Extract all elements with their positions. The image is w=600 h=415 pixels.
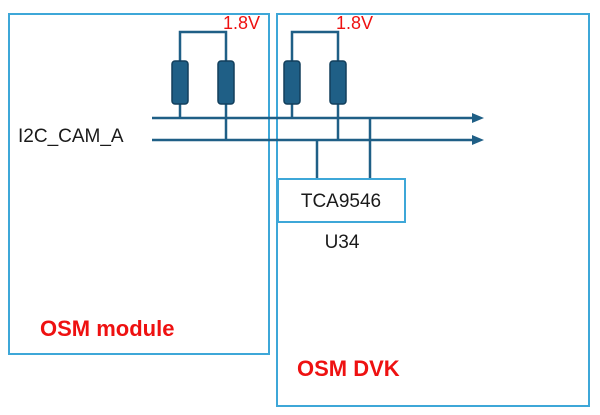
i2c-bus-arrow-lower bbox=[472, 135, 484, 145]
i2c-bus-label: I2C_CAM_A bbox=[18, 126, 124, 147]
module-pullup-group bbox=[178, 30, 228, 140]
module-pullup-resistor-2 bbox=[217, 60, 235, 105]
switch-chip-designator: U34 bbox=[325, 232, 360, 253]
i2c-bus-arrow-upper bbox=[472, 113, 484, 123]
module-pullup-voltage: 1.8V bbox=[223, 13, 260, 33]
switch-chip-box bbox=[277, 178, 406, 223]
osm-module-label: OSM module bbox=[40, 316, 174, 341]
dvk-pullup-voltage: 1.8V bbox=[336, 13, 373, 33]
switch-chip-taps bbox=[315, 118, 372, 179]
dvk-pullup-group bbox=[290, 30, 340, 140]
module-pullup-resistor-1 bbox=[171, 60, 189, 105]
dvk-pullup-resistor-1 bbox=[283, 60, 301, 105]
switch-chip-part: TCA9546 bbox=[301, 191, 381, 212]
osm-dvk-label: OSM DVK bbox=[297, 356, 400, 381]
osm-module-box bbox=[8, 13, 270, 355]
dvk-pullup-resistor-2 bbox=[329, 60, 347, 105]
i2c-bus bbox=[152, 113, 484, 145]
